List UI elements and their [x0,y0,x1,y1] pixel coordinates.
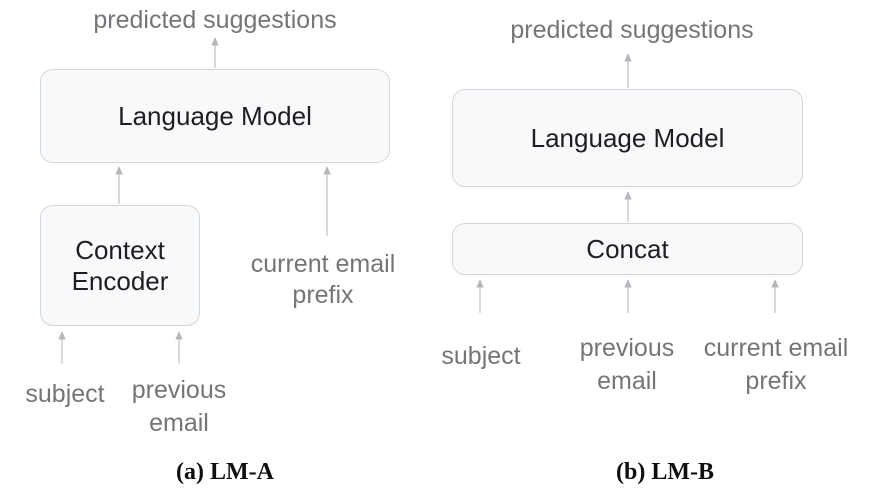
context-encoder-label-a: Context Encoder [71,234,169,296]
input-label-current-email-prefix-a: current email prefix [250,250,396,309]
language-model-box-a: Language Model [40,69,390,163]
input-label-previous-email-a: previous email [131,376,227,437]
input-label-previous-email-b: previous email [579,334,675,395]
input-label-subject-a: subject [25,380,105,408]
input-label-subject-b: subject [441,342,521,370]
language-model-label-a: Language Model [118,100,312,131]
output-label-a: predicted suggestions [93,6,337,34]
concat-box-b: Concat [452,223,803,275]
input-label-current-email-prefix-b: current email prefix [703,334,849,395]
context-encoder-box-a: Context Encoder [40,205,200,326]
caption-b: (b) LM-B [616,459,714,485]
concat-label-b: Concat [586,233,669,264]
language-model-box-b: Language Model [452,89,803,187]
caption-a: (a) LM-A [176,459,274,485]
language-model-label-b: Language Model [530,122,725,153]
output-label-b: predicted suggestions [510,16,754,44]
